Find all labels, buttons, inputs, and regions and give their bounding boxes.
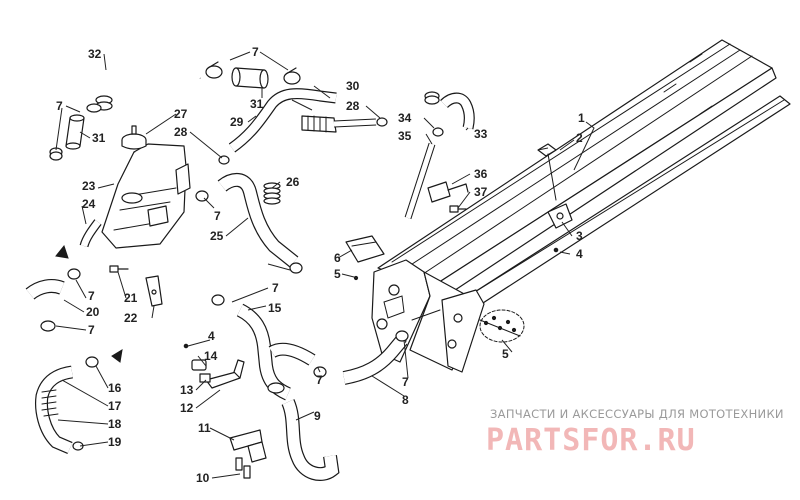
clamp (432, 127, 444, 137)
callout-2: 2 (576, 131, 583, 145)
hose-29 (228, 88, 337, 153)
bellows-tube-30 (301, 115, 377, 133)
screw-4 (183, 343, 189, 349)
hose-20 (25, 279, 65, 300)
callout-31: 31 (250, 97, 264, 111)
callout-37: 37 (474, 185, 488, 199)
callout-34: 34 (398, 111, 412, 125)
watermark-tagline: ЗАПЧАСТИ И АКСЕССУАРЫ ДЛЯ МОТОТЕХНИКИ (490, 407, 784, 421)
callout-35: 35 (398, 129, 412, 143)
bracket-22 (145, 275, 163, 307)
shield-6 (345, 235, 385, 263)
clamp (289, 262, 303, 274)
sensor-2 (537, 143, 557, 201)
callout-7: 7 (402, 375, 409, 389)
callout-12: 12 (180, 401, 194, 415)
hose-25 (217, 173, 299, 268)
hose-clamp-pair-top (205, 61, 301, 85)
callout-5: 5 (334, 267, 341, 281)
callout-14: 14 (204, 349, 218, 363)
clamp (267, 382, 285, 394)
callout-21: 21 (124, 291, 138, 305)
coolant-tank (101, 143, 191, 249)
callout-7: 7 (56, 99, 63, 113)
callout-25: 25 (210, 229, 224, 243)
frame-bulkhead (371, 259, 485, 373)
callout-36: 36 (474, 167, 488, 181)
callout-11: 11 (198, 421, 211, 435)
heat-exchanger-rails (377, 39, 791, 315)
callout-31: 31 (92, 131, 106, 145)
clamp (211, 294, 225, 306)
leader-lines (55, 51, 595, 479)
callout-6: 6 (334, 251, 341, 265)
hose-32 (101, 33, 204, 101)
callout-15: 15 (268, 301, 282, 315)
callout-26: 26 (286, 175, 300, 189)
direction-arrow (55, 244, 69, 259)
clamp-34 (424, 95, 440, 105)
callout-18: 18 (108, 417, 122, 431)
clamp (395, 330, 409, 342)
clamp (376, 117, 388, 127)
bracket-36 (427, 181, 469, 213)
watermark-brand: PARTSFOR.RU (486, 423, 696, 458)
callout-4: 4 (576, 247, 583, 261)
hose-33 (440, 92, 475, 130)
tube-35 (404, 142, 436, 220)
callout-7: 7 (88, 289, 95, 303)
callout-1: 1 (578, 111, 585, 125)
callout-24: 24 (82, 197, 96, 211)
hose-center-elbow (268, 342, 316, 366)
callout-9: 9 (314, 409, 321, 423)
callout-28: 28 (174, 125, 188, 139)
callout-10: 10 (196, 471, 210, 485)
callout-7: 7 (88, 323, 95, 337)
callout-30: 30 (346, 79, 360, 93)
callout-16: 16 (108, 381, 122, 395)
callout-19: 19 (108, 435, 122, 449)
clamp (40, 320, 56, 332)
callout-8: 8 (402, 393, 409, 407)
callout-4: 4 (208, 329, 215, 343)
coupler-tube-31 (231, 67, 269, 89)
callout-13: 13 (180, 383, 194, 397)
callout-20: 20 (86, 305, 100, 319)
callout-28: 28 (346, 99, 360, 113)
callout-23: 23 (82, 179, 96, 193)
coupler-tube-31-left (49, 103, 102, 161)
clamp-16 (85, 356, 99, 368)
bracket-11 (229, 429, 267, 479)
screw-4 (553, 247, 559, 253)
hose-9 (281, 399, 340, 481)
hose-24 (79, 219, 102, 248)
screw-group-5 (479, 309, 525, 343)
watermark: ЗАПЧАСТИ И АКСЕССУАРЫ ДЛЯ МОТОТЕХНИКИ PA… (486, 407, 784, 458)
callout-29: 29 (230, 115, 244, 129)
callout-labels: 1 2 3 4 4 5 5 6 7 7 7 7 7 7 7 7 8 9 10 1… (56, 45, 585, 485)
callout-5: 5 (502, 347, 509, 361)
callout-7: 7 (316, 373, 323, 387)
hose-8 (342, 335, 408, 385)
direction-arrow (111, 349, 123, 363)
callout-22: 22 (124, 311, 138, 325)
radiator-cap (121, 125, 147, 150)
hose-18 (35, 365, 74, 454)
callout-7: 7 (272, 281, 279, 295)
clamp (67, 268, 81, 280)
callout-7: 7 (214, 209, 221, 223)
callout-17: 17 (108, 399, 122, 413)
callout-33: 33 (474, 127, 488, 141)
bolt-21 (109, 265, 129, 273)
callout-7: 7 (252, 45, 259, 59)
callout-27: 27 (174, 107, 188, 121)
spring-26 (263, 182, 281, 205)
callout-32: 32 (88, 47, 102, 61)
callout-3: 3 (576, 229, 583, 243)
bracket-12 (191, 359, 245, 389)
